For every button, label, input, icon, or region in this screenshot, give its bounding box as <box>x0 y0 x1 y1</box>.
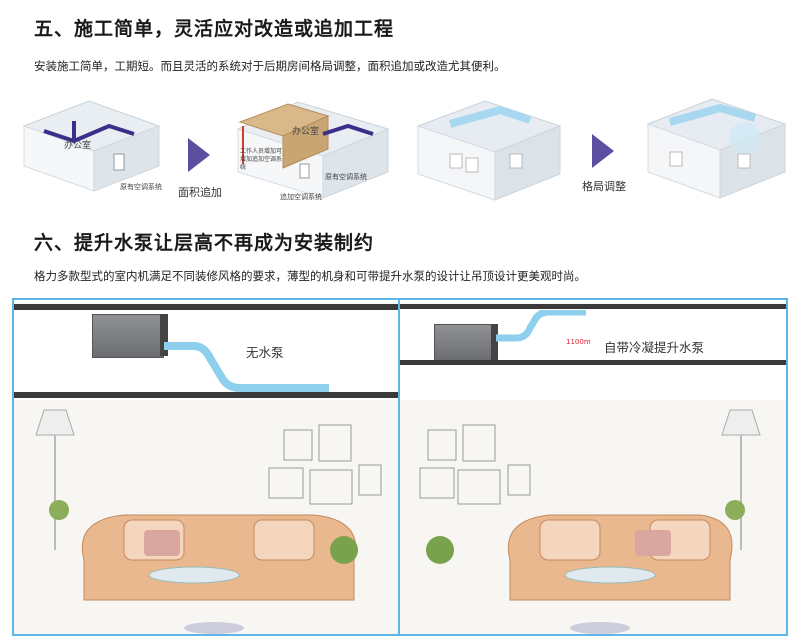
height-label: 1100m <box>566 338 591 346</box>
indoor-unit-right <box>434 324 494 362</box>
unit-end-cap <box>160 314 168 356</box>
unit-end-cap-right <box>491 324 498 360</box>
added-system-label: 追加空调系统 <box>280 193 322 201</box>
ceiling-slab <box>14 304 398 310</box>
office-diagram-original <box>22 100 161 192</box>
layout-diagram-after <box>646 98 787 199</box>
drain-pipe <box>164 342 329 392</box>
floor-slab-right <box>400 360 786 365</box>
system-label-1: 原有空调系统 <box>120 183 162 191</box>
arrow-right-icon-2 <box>592 134 614 168</box>
office-diagram-expanded <box>236 101 390 199</box>
section5-desc: 安装施工简单，工期短。而且灵活的系统对于后期房间格局调整，面积追加或改造尤其便利… <box>34 59 506 73</box>
floor-slab <box>14 392 398 398</box>
section5-title: 五、施工简单，灵活应对改造或追加工程 <box>34 18 395 40</box>
no-pump-label: 无水泵 <box>246 345 284 360</box>
arrow1-caption: 面积追加 <box>178 186 222 199</box>
ceiling-slab-right <box>400 304 786 309</box>
system-label-2: 原有空调系统 <box>325 173 367 181</box>
arrow-right-icon <box>188 138 210 172</box>
office-label-2: 办公室 <box>292 127 320 137</box>
office-label-1: 办公室 <box>64 141 92 151</box>
note-label: 工作人员增加可增加追加空调系统 <box>240 148 283 171</box>
arrow2-caption: 格局调整 <box>582 180 626 193</box>
living-room-illustration <box>14 400 398 634</box>
indoor-unit <box>92 314 164 358</box>
section6-title: 六、提升水泵让层高不再成为安装制约 <box>34 232 375 254</box>
layout-diagram-before <box>416 100 562 201</box>
panel-no-pump: 无水泵 <box>12 298 400 636</box>
lift-pump-label: 自带冷凝提升水泵 <box>604 340 705 355</box>
living-room-illustration-right <box>400 400 786 634</box>
section6-desc: 格力多款型式的室内机满足不同装修风格的要求，薄型的机身和可带提升水泵的设计让吊顶… <box>34 269 586 283</box>
panel-with-pump: 1100m 自带冷凝提升水泵 <box>398 298 788 636</box>
lift-pipe <box>496 310 586 342</box>
